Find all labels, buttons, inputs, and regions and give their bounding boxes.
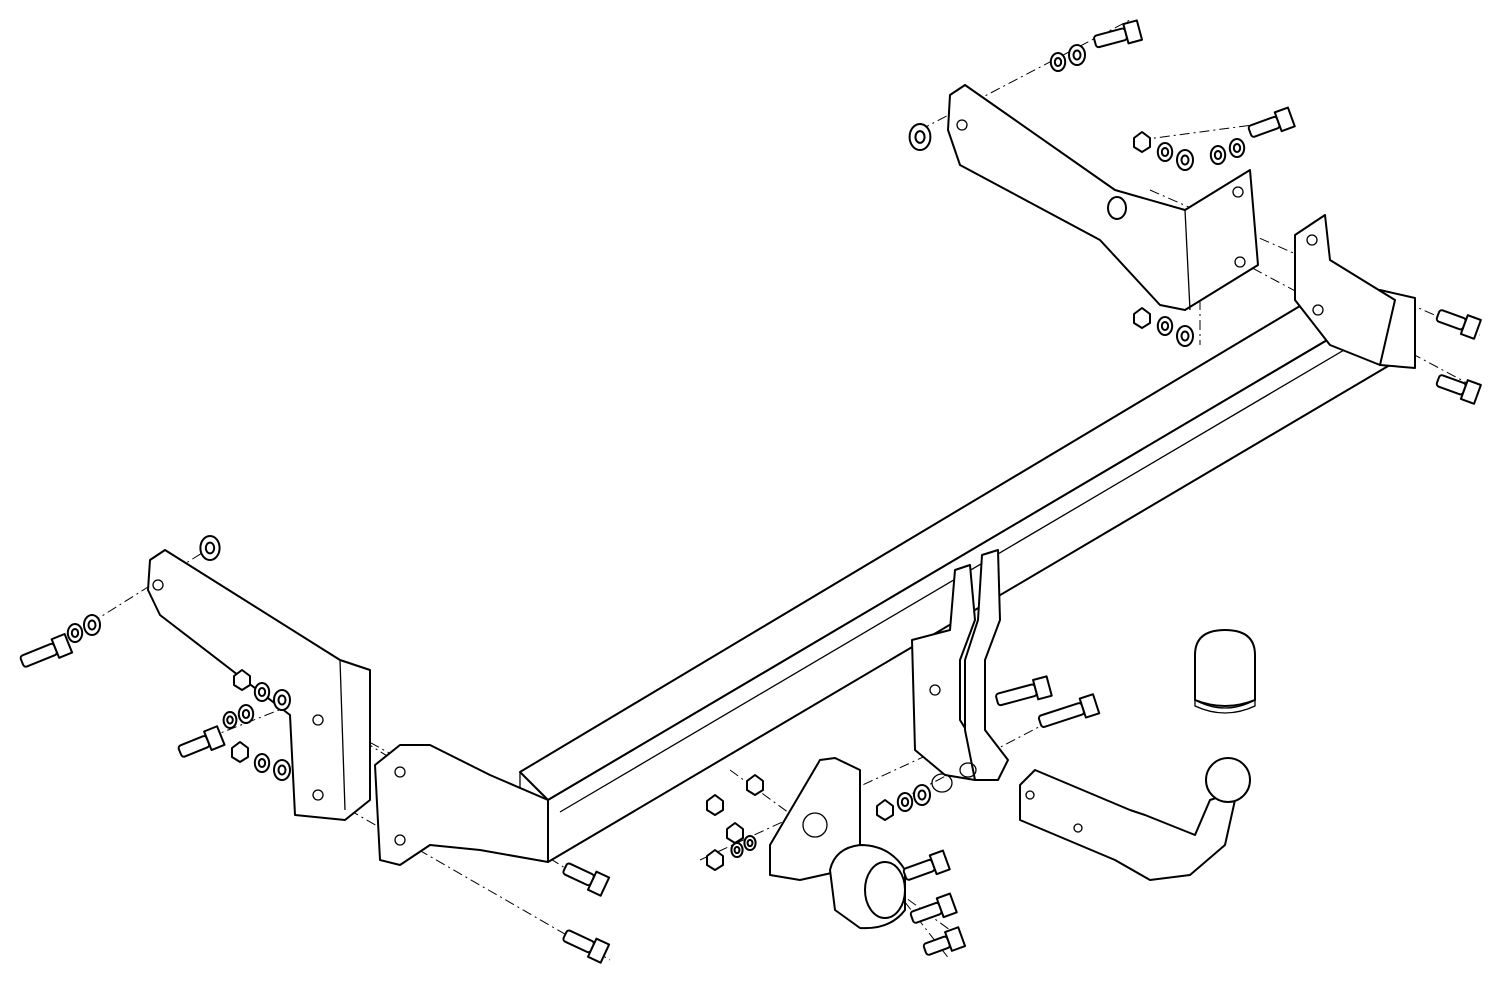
bolt [562,862,611,897]
nut [1133,131,1151,153]
washer-hole [226,715,234,725]
bolt [922,926,967,956]
washer-hole [1213,149,1223,161]
bolt [562,929,611,964]
nut [233,669,251,691]
washer-hole [241,708,251,720]
washer-hole [277,764,287,776]
washer-hole [900,796,910,808]
washer-hole [1232,142,1242,154]
bolt [1247,106,1296,138]
nut [726,822,744,844]
tow-ball-cap [1194,629,1256,714]
washer-hole [1160,320,1170,332]
washer-hole [1160,146,1170,158]
washer-hole [87,619,97,631]
washer-hole [70,627,80,639]
bolt [995,675,1053,707]
bolt [909,892,958,924]
nut [1133,307,1151,329]
washer-hole [733,845,741,855]
bolt [177,725,226,758]
electrical-socket [829,844,906,930]
ball-mount-bracket [911,549,1009,793]
nut [231,741,249,763]
right-beam-end-plate [1294,214,1396,366]
washer-hole [914,130,926,144]
fasteners [19,19,1482,964]
washer-hole [917,789,927,801]
washer-hole [1180,330,1190,342]
washer-hole [1053,56,1063,68]
bolt [902,849,951,881]
bolt [1435,374,1482,405]
washer-hole [1180,154,1190,166]
tow-ball-arm [1019,757,1251,881]
right-side-bracket [947,84,1259,311]
bolt [1037,693,1101,728]
washer-hole [1072,49,1082,61]
tow-ball [1205,757,1251,803]
bolt [1093,19,1144,49]
nut [876,799,894,821]
washer-hole [204,541,216,555]
washer-hole [257,686,267,698]
washer-hole [277,694,287,706]
assembly-axis-lines [39,19,1481,961]
washer-hole [746,838,754,848]
left-beam-end-plate [374,744,549,866]
nut [706,849,724,871]
bolt [19,632,74,668]
nut [746,774,764,796]
washer-hole [257,757,267,769]
nut [706,794,724,816]
bolt [1435,309,1482,340]
